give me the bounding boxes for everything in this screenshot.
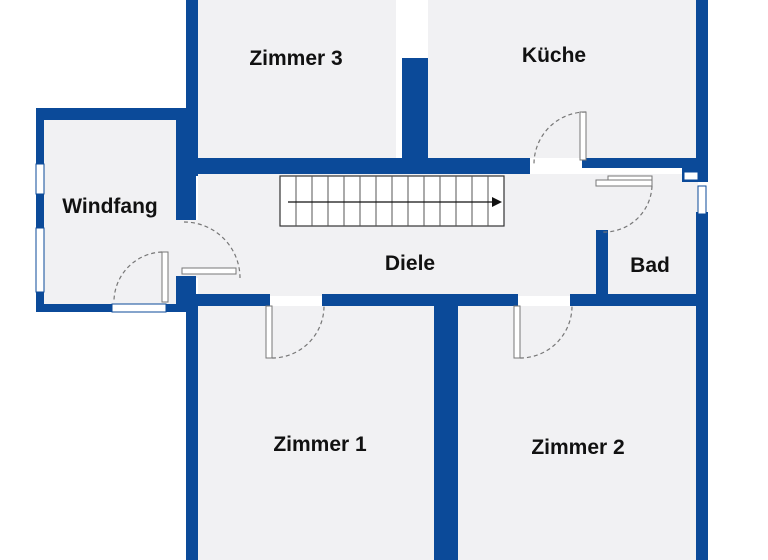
- wall-right-lower: [696, 212, 708, 560]
- door-swing-zimmer2: [519, 305, 573, 359]
- label-diele: Diele: [385, 252, 435, 275]
- door-leaf-zimmer1: [265, 305, 273, 359]
- floor-kueche: [428, 0, 696, 158]
- door-leaf-bad: [595, 179, 653, 187]
- label-kueche: Küche: [522, 44, 586, 67]
- door-leaf-windfang-inner: [161, 251, 169, 303]
- stairs-arrow-icon: [492, 197, 502, 207]
- floor-zimmer3: [198, 0, 396, 158]
- wall-corridor-bottom-mid: [322, 294, 518, 306]
- wall-corridor-top-left: [186, 158, 530, 174]
- label-zimmer1: Zimmer 1: [273, 433, 367, 456]
- window-bad-right: [697, 185, 707, 215]
- wall-top-right-vertical: [696, 0, 708, 168]
- door-swing-kueche: [533, 111, 587, 165]
- wall-left-lower: [186, 296, 198, 560]
- floor-windfang: [44, 120, 176, 304]
- wall-corridor-bottom-right: [570, 294, 708, 306]
- floor-zimmer1: [198, 306, 434, 560]
- door-swing-windfang: [183, 221, 241, 279]
- door-swing-windfang-inner: [113, 251, 163, 301]
- door-leaf-kueche: [579, 111, 587, 161]
- wall-windfang-right-upper: [176, 108, 196, 220]
- stair-steps: [295, 176, 489, 226]
- label-zimmer2: Zimmer 2: [531, 436, 624, 459]
- door-swing-zimmer1: [271, 305, 325, 359]
- window-windfang-left-upper: [35, 163, 45, 195]
- wall-bad-left: [596, 230, 608, 306]
- door-leaf-zimmer2: [513, 305, 521, 359]
- door-swing-bad: [601, 185, 653, 233]
- wall-corridor-bottom-left: [186, 294, 270, 306]
- room-labels: Zimmer 3 Küche Windfang Diele Bad Zimmer…: [62, 44, 670, 459]
- wall-windfang-left: [36, 108, 44, 312]
- label-bad: Bad: [630, 254, 670, 277]
- walls: [36, 0, 708, 560]
- doors: [113, 111, 653, 359]
- staircase: [279, 175, 505, 227]
- door-leaf-windfang: [181, 267, 237, 275]
- wall-corridor-top-right: [582, 158, 708, 168]
- vent-bad: [683, 171, 699, 181]
- wall-windfang-top: [36, 108, 196, 120]
- window-windfang-left-lower: [35, 227, 45, 293]
- floor-zimmer2: [458, 306, 696, 560]
- window-windfang-bottom: [111, 303, 167, 313]
- wall-windfang-bottom: [36, 304, 112, 312]
- label-zimmer3: Zimmer 3: [249, 47, 342, 70]
- label-windfang: Windfang: [62, 195, 157, 218]
- wall-zimmer1-zimmer2: [434, 294, 458, 560]
- wall-zimmer3-kueche: [402, 58, 428, 166]
